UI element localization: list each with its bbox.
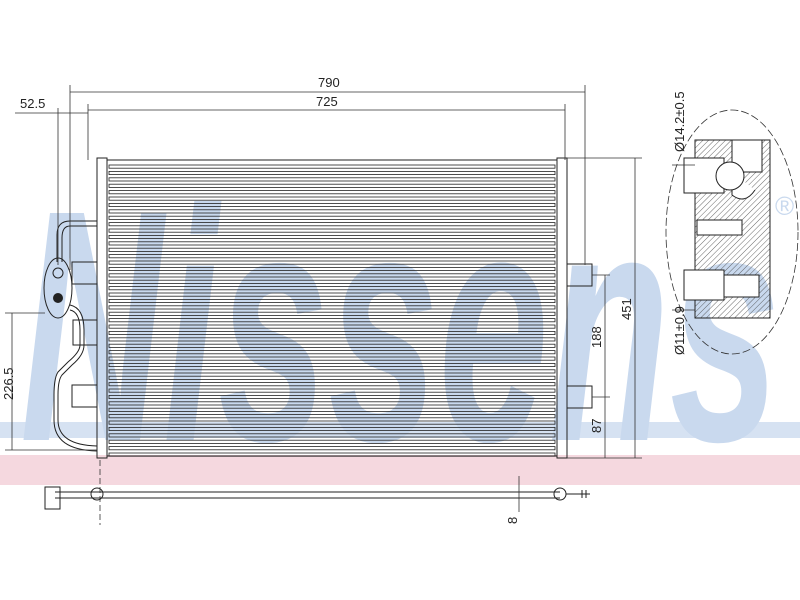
port-detail-view [665,109,799,355]
bottom-view-stud [566,490,590,498]
dim-overall-height: 451 [619,298,634,320]
core-tube [108,330,556,335]
detail-outline [665,109,799,355]
bottom-view-left-nut [90,487,104,501]
dim-line-overall-height [567,157,642,459]
core-tube [108,196,556,201]
dim-mount-upper: 188 [589,326,604,348]
bracket-left-upper [71,261,98,285]
core-tube [108,234,556,239]
core-tube [108,247,556,252]
core-tube [108,266,556,271]
core-tube [108,305,556,310]
lower-port [53,293,63,303]
core-tube [108,273,556,278]
registered-mark: ® [775,191,794,221]
bracket-left-mid [72,319,98,346]
core-tube [108,164,556,169]
upper-port [52,267,64,279]
nissens-watermark: Nissens ® [0,141,800,510]
detail-lower-bore [723,274,760,298]
core-tubes [108,164,556,457]
dim-overall-width: 790 [318,75,340,90]
detail-lower-fitting [683,269,725,301]
core-tube [108,298,556,303]
core-tube [108,446,556,451]
core-tube [108,426,556,431]
core-tube [108,439,556,444]
core-tube [108,292,556,297]
dim-line-mounts [592,274,610,458]
core-tube [108,254,556,259]
dim-line-left-height [5,312,97,451]
dim-core-width: 725 [316,94,338,109]
dim-bottom-mark: 8 [505,517,520,524]
core-tube [108,382,556,387]
core-tube [108,414,556,419]
core-tube [108,241,556,246]
core-tube [108,279,556,284]
bracket-left-lower [71,384,98,408]
core-tube [108,407,556,412]
core-tube [108,362,556,367]
core-tube [108,170,556,175]
detail-upper-fitting-tip [715,161,745,191]
core-tube [108,433,556,438]
watermark-logo: Nissens [20,141,780,510]
core-tube [108,324,556,329]
detail-middle-bore [696,219,743,236]
core-tube [108,375,556,380]
core-tube [108,260,556,265]
outlet-pipe-inner [53,309,98,452]
outlet-pipe-outer [57,304,98,447]
dimension-lines [5,85,642,459]
dim-upper-port-diameter: Ø14.2±0.5 [672,91,687,152]
core-tube [108,452,556,457]
core-tube [108,311,556,316]
core-tube [108,202,556,207]
dim-left-offset: 52.5 [20,96,45,111]
core-tube [108,209,556,214]
dim-lower-port-diameter: Ø11±0.9 [672,306,687,355]
dim-left-height: 226.5 [1,367,16,400]
dim-line-left-offset [15,108,88,265]
core-tube [108,318,556,323]
core-tube [108,177,556,182]
core-tube [108,337,556,342]
core-tube [108,369,556,374]
core-tube [108,420,556,425]
core-tube [108,343,556,348]
core-tube [108,190,556,195]
core-tube [108,356,556,361]
core-tube [108,228,556,233]
detail-dim-lines [672,164,695,311]
core-tube [108,394,556,399]
core-tube [108,286,556,291]
bottom-view-body [55,491,560,499]
core-tube [108,215,556,220]
core-tube [108,350,556,355]
core-tube [108,401,556,406]
dim-line-overall-width [69,85,586,270]
condenser-core [96,157,568,459]
core-tube [108,222,556,227]
core-tube [108,183,556,188]
core-tube [108,388,556,393]
dim-mount-lower: 87 [589,419,604,433]
watermark-band-pink [0,455,800,485]
